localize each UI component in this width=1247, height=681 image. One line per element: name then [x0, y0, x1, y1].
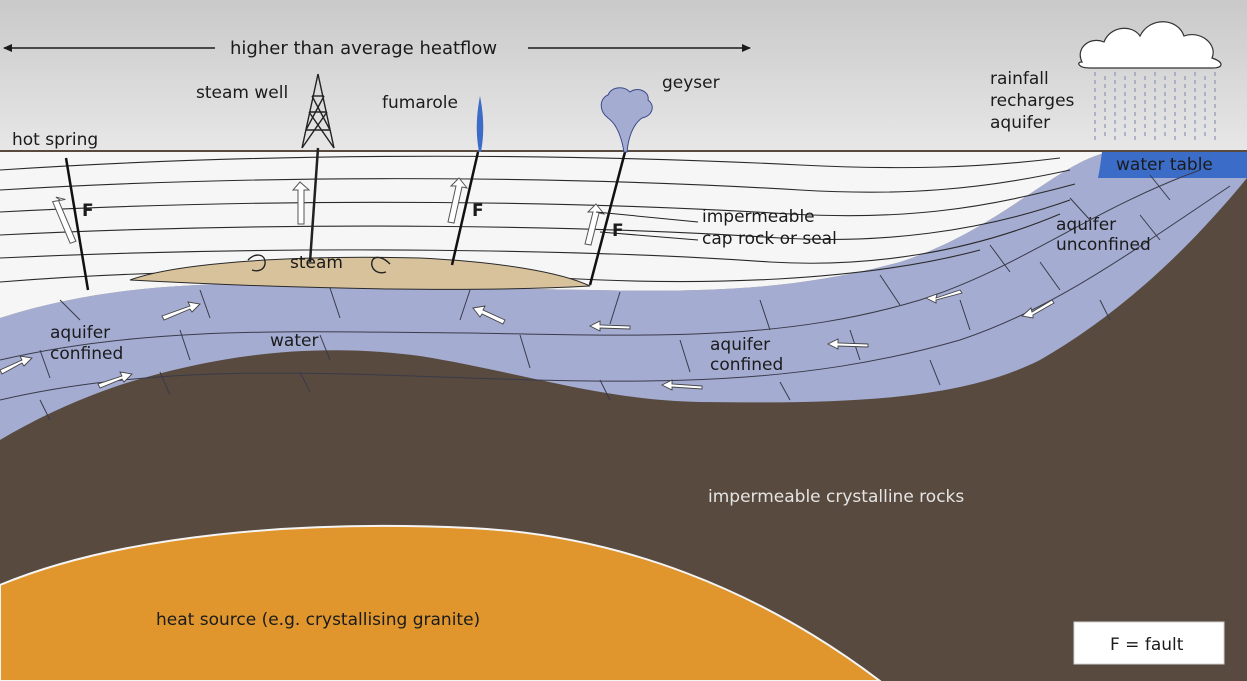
- legend-box: [1073, 621, 1225, 665]
- aquifer-flow-arrows: [0, 289, 1055, 391]
- heatflow-label: higher than average heatflow: [230, 38, 497, 59]
- crystalline-rocks-label: impermeable crystalline rocks: [708, 487, 964, 507]
- hot-spring-label: hot spring: [12, 130, 98, 150]
- rain-drops: [1094, 72, 1216, 140]
- rain-cloud: [1078, 21, 1222, 140]
- water-table-label: water table: [1116, 155, 1213, 175]
- fault-line: [450, 151, 480, 266]
- aquifer-unconfined-label-line1: aquifer: [1056, 215, 1116, 235]
- steam-circulation-arrows: [247, 254, 391, 274]
- upflow-arrows: [51, 177, 606, 246]
- rainfall-label-line3: aquifer: [990, 113, 1050, 133]
- rainfall-label-line2: recharges: [990, 91, 1075, 111]
- steam-well-derrick: [301, 73, 335, 263]
- aquifer-confined-left-label-line2: confined: [50, 344, 123, 364]
- fault-marker: F: [82, 201, 94, 221]
- geyser-plume: [600, 87, 653, 153]
- aquifer-confined-left-label-line1: aquifer: [50, 323, 110, 343]
- leader-lines: [595, 211, 699, 241]
- heat-source-label: heat source (e.g. crystallising granite): [156, 610, 480, 630]
- fault-marker: F: [472, 201, 484, 221]
- steam-reservoir: [129, 256, 591, 290]
- faults: [64, 151, 627, 291]
- fault-line: [588, 151, 627, 286]
- cap-rock-label-line1: impermeable: [702, 207, 815, 227]
- aquifer-unconfined-label-line2: unconfined: [1056, 235, 1151, 255]
- fumarole-plume: [476, 96, 484, 152]
- steam-label: steam: [290, 253, 343, 273]
- cap-rock-label-line2: cap rock or seal: [702, 229, 837, 249]
- fumarole-label: fumarole: [382, 93, 458, 113]
- fault-line: [64, 157, 90, 291]
- geyser-label: geyser: [662, 73, 720, 93]
- rainfall-label-line1: rainfall: [990, 69, 1049, 89]
- water-table-strip: [1098, 152, 1247, 178]
- aquifer-confined-right-label-line2: confined: [710, 355, 783, 375]
- legend-fault-label: F = fault: [1110, 635, 1184, 655]
- steam-well-label: steam well: [196, 83, 288, 103]
- heat-source: [0, 524, 882, 681]
- water-label: water: [270, 331, 318, 351]
- aquifer-confined-right-label-line1: aquifer: [710, 335, 770, 355]
- aquifer-layer: [0, 152, 1247, 440]
- fault-marker: F: [612, 221, 624, 241]
